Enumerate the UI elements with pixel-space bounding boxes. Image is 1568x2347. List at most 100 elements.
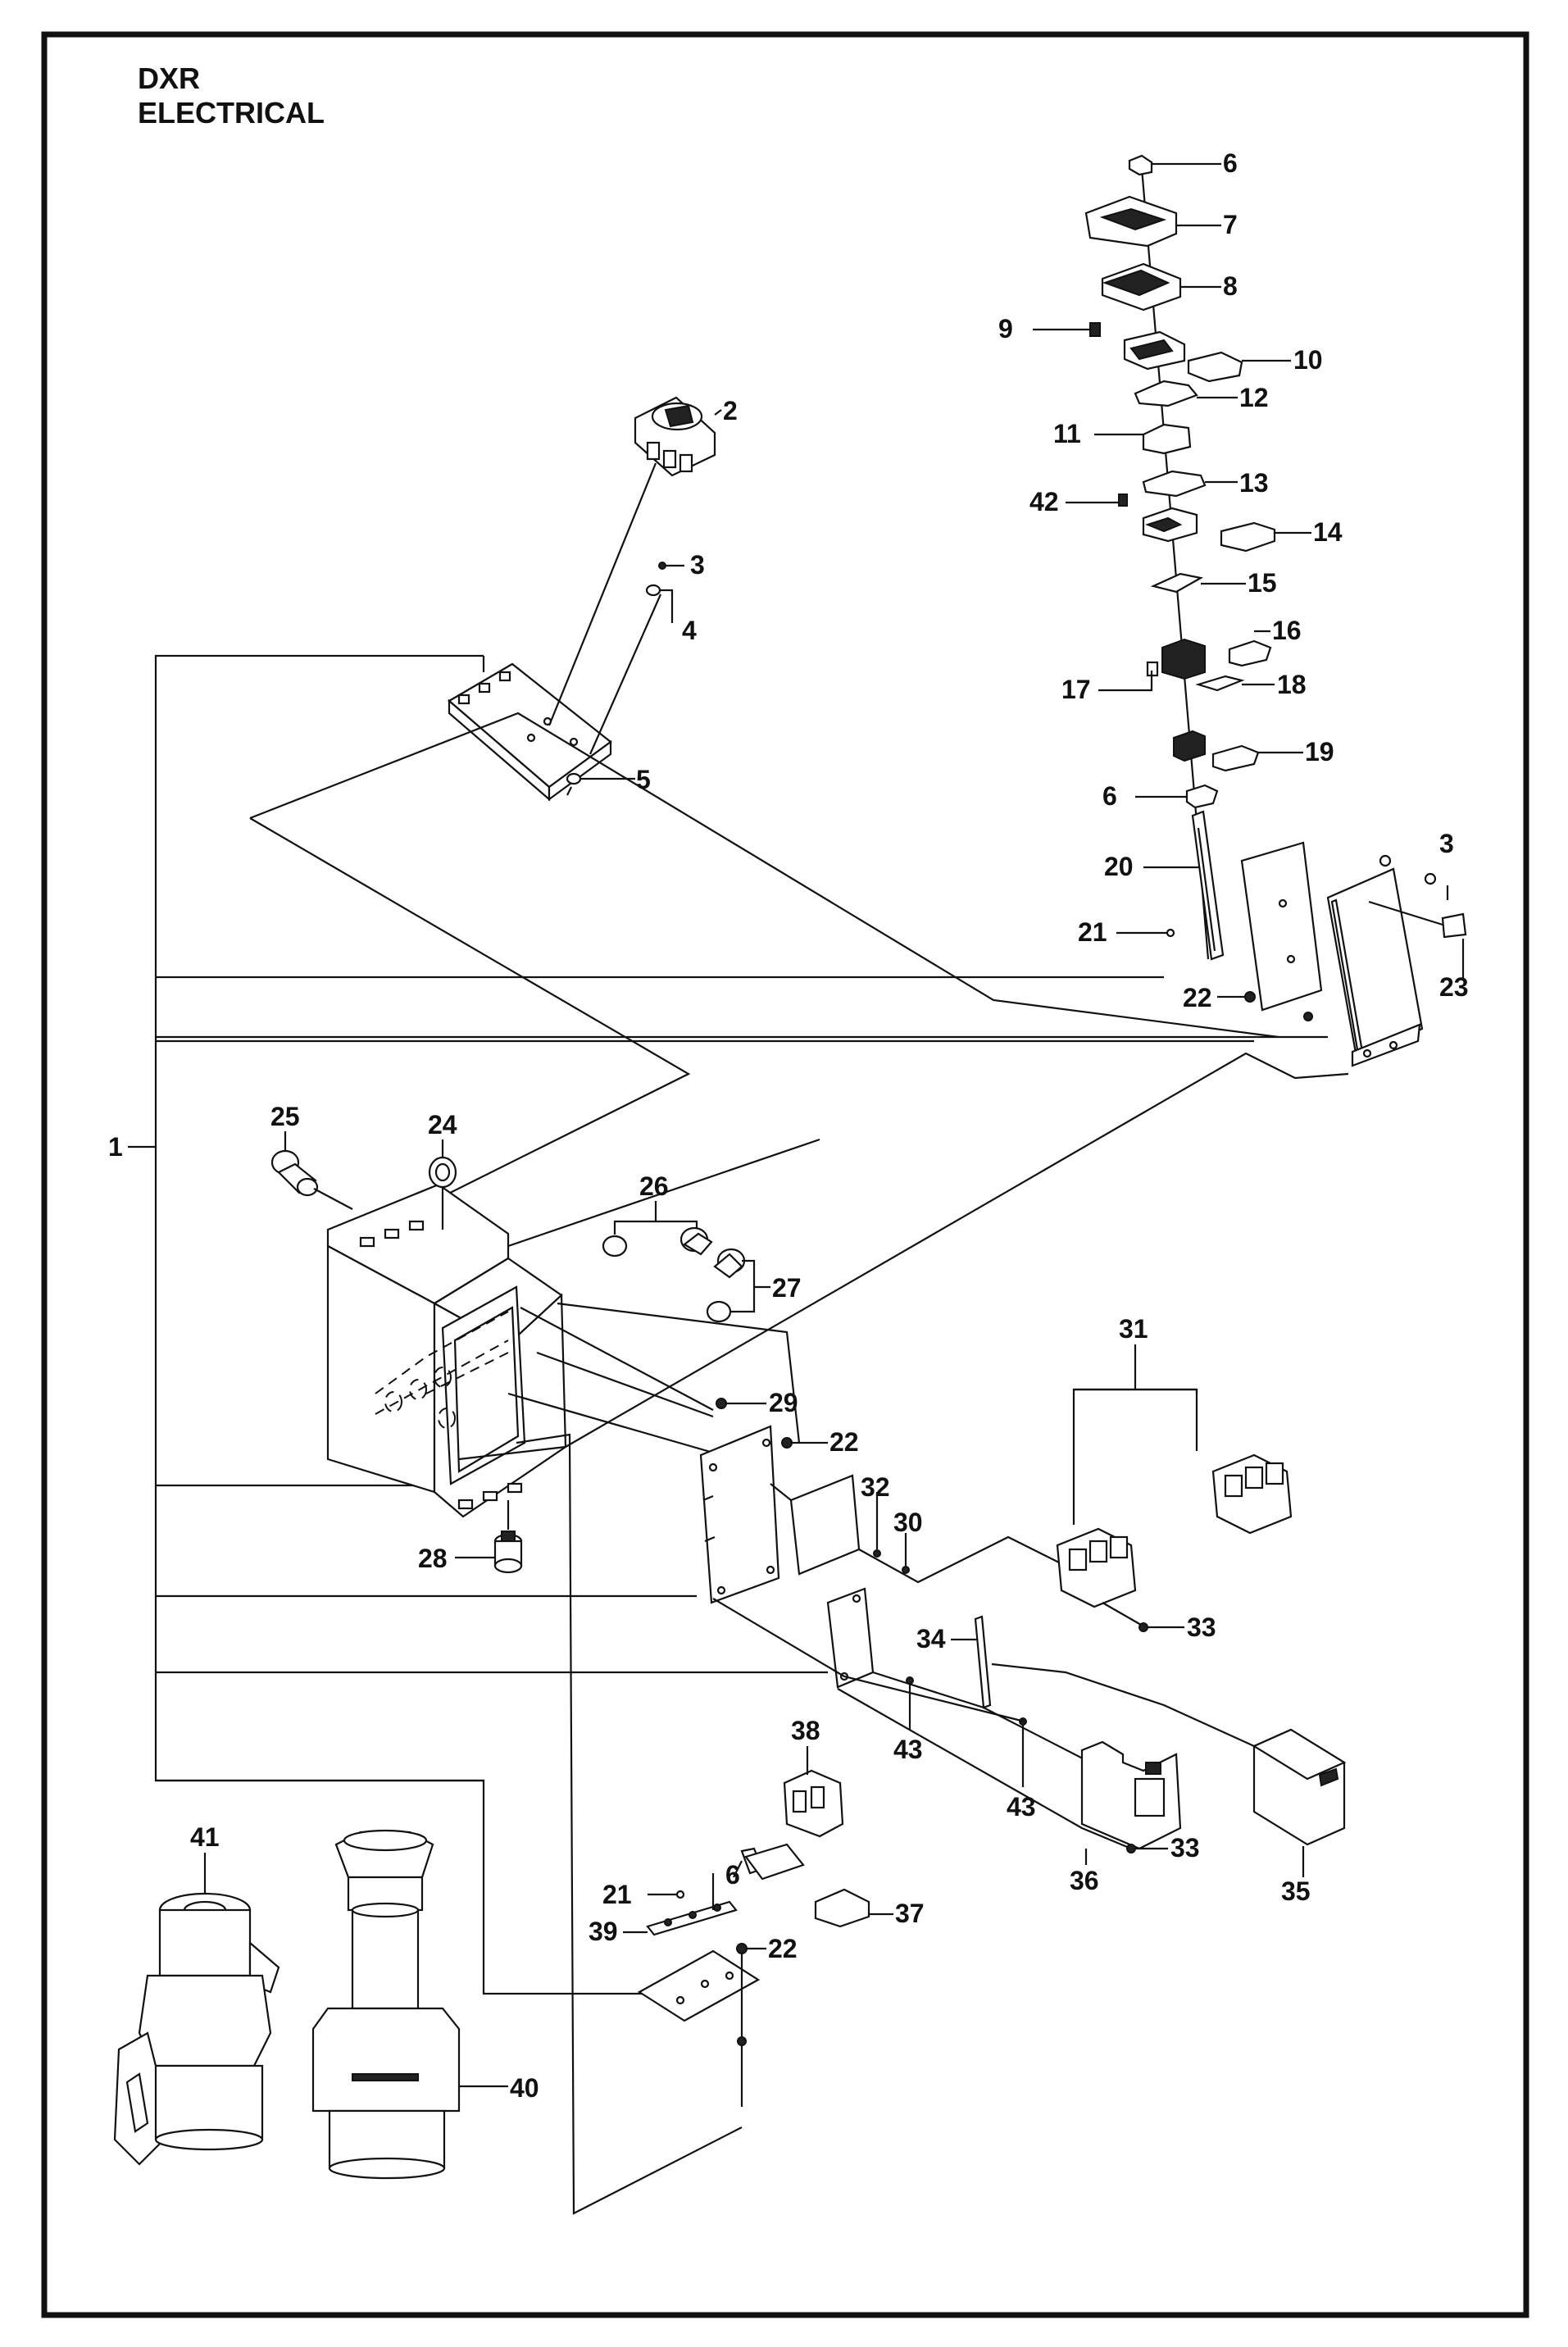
callout-25: 25 xyxy=(270,1102,300,1131)
callout-43-right: 43 xyxy=(1007,1792,1036,1822)
terminal-block-part-16-17-18 xyxy=(1146,638,1272,692)
callout-40: 40 xyxy=(510,2073,539,2103)
callout-39: 39 xyxy=(589,1917,618,1946)
callout-37: 37 xyxy=(895,1899,925,1928)
callout-12: 12 xyxy=(1239,383,1269,412)
callout-30: 30 xyxy=(893,1508,923,1537)
callout-22-bottom: 22 xyxy=(768,1934,798,1963)
din-rail-part-20 xyxy=(1191,810,1225,961)
cabinet-hidden-openings xyxy=(375,1311,509,1429)
terminal-part-11 xyxy=(1142,423,1192,455)
callout-28: 28 xyxy=(418,1544,448,1573)
callout-6-top: 6 xyxy=(1223,148,1238,178)
callout-27: 27 xyxy=(772,1273,802,1303)
page-border xyxy=(41,31,1529,2318)
washer-part-4 xyxy=(645,584,661,597)
callout-5: 5 xyxy=(636,765,651,794)
callout-29: 29 xyxy=(769,1388,798,1417)
screw-part-21-top xyxy=(1166,928,1175,938)
callout-14: 14 xyxy=(1313,517,1343,547)
callout-43-left: 43 xyxy=(893,1735,923,1764)
socket-part-41 xyxy=(113,1892,280,2166)
callout-41: 41 xyxy=(190,1822,220,1852)
gland-set-part-26 xyxy=(602,1226,713,1258)
mounting-plate-top xyxy=(448,462,662,802)
callout-7: 7 xyxy=(1223,210,1238,239)
end-cap-part-6-top xyxy=(1128,154,1153,176)
terminal-cover-part-7 xyxy=(1084,195,1178,248)
callout-9: 9 xyxy=(998,314,1013,343)
terminal-block-group-10 xyxy=(1123,330,1243,383)
callout-1: 1 xyxy=(108,1132,123,1162)
callout-21-lower: 21 xyxy=(602,1880,632,1909)
mounting-plate-middle xyxy=(699,1425,780,1604)
callout-38: 38 xyxy=(791,1716,820,1745)
callout-22-top: 22 xyxy=(1183,983,1212,1012)
nut-part-22-mid xyxy=(781,1437,793,1449)
callout-1-bracket xyxy=(128,654,1328,1995)
callout-23: 23 xyxy=(1439,972,1469,1002)
cable-gland-part-25 xyxy=(270,1149,319,1197)
marker-part-42 xyxy=(1118,494,1128,507)
callout-35: 35 xyxy=(1281,1876,1311,1906)
callout-19: 19 xyxy=(1305,737,1334,766)
contactor-part-31-b xyxy=(1211,1453,1293,1535)
electrical-cabinet xyxy=(326,1183,567,1518)
callout-13: 13 xyxy=(1239,468,1269,498)
terminal-cover-part-8 xyxy=(1101,262,1182,312)
nut-part-29 xyxy=(716,1398,727,1409)
din-rail-part-34 xyxy=(974,1615,992,1709)
callout-42: 42 xyxy=(1029,487,1059,516)
callout-3-right: 3 xyxy=(1439,829,1454,858)
nut-part-22-bottom xyxy=(736,1943,748,1954)
relay-part-36 xyxy=(1080,1740,1182,1850)
sub-plate-part-32 xyxy=(789,1474,861,1576)
callout-8: 8 xyxy=(1223,271,1238,301)
cover-plate-with-label xyxy=(1326,854,1467,1067)
nut-part-5 xyxy=(566,772,582,785)
callout-3-left: 3 xyxy=(690,550,705,580)
foot-part-28 xyxy=(493,1531,523,1574)
callout-33-lower: 33 xyxy=(1170,1833,1200,1863)
callout-10: 10 xyxy=(1293,345,1323,375)
callout-6-mid: 6 xyxy=(1102,781,1117,811)
screw-part-33-lower xyxy=(1126,1844,1136,1853)
callout-33-upper: 33 xyxy=(1187,1612,1216,1642)
callout-labels: 1 2 3 4 5 6 7 8 9 10 11 12 13 14 15 16 1… xyxy=(108,148,1469,2103)
callout-24: 24 xyxy=(428,1110,457,1139)
leader-plate-to-box xyxy=(249,712,1279,1039)
partition-plate-part-12 xyxy=(1134,380,1198,407)
callout-20: 20 xyxy=(1104,852,1134,881)
terminal-block-part-19 xyxy=(1173,730,1260,772)
din-rail-part-39 xyxy=(646,1900,738,1936)
callout-17: 17 xyxy=(1061,675,1091,704)
section-title: ELECTRICAL xyxy=(138,96,325,130)
callout-6-lower: 6 xyxy=(725,1860,740,1890)
end-cap-part-6-lower xyxy=(1185,784,1219,809)
partition-plate-part-13 xyxy=(1142,470,1207,498)
mounting-plate-lower xyxy=(826,1587,875,1689)
callout-2: 2 xyxy=(723,396,738,425)
callout-32: 32 xyxy=(861,1472,890,1502)
callout-34: 34 xyxy=(916,1624,946,1653)
callout-16: 16 xyxy=(1272,616,1302,645)
contactor-part-31-a xyxy=(1056,1527,1137,1608)
callout-4: 4 xyxy=(682,616,697,645)
nut-part-22-top xyxy=(1244,991,1256,1003)
callout-31: 31 xyxy=(1119,1314,1148,1344)
mounting-plate-rail xyxy=(1240,841,1323,1012)
callout-26: 26 xyxy=(639,1171,669,1201)
callout-36: 36 xyxy=(1070,1866,1099,1895)
gland-set-part-27 xyxy=(706,1248,746,1323)
terminal-block-part-38 xyxy=(783,1769,844,1838)
plug-part-40 xyxy=(311,1829,461,2180)
callout-15: 15 xyxy=(1248,568,1277,598)
callout-22-mid: 22 xyxy=(829,1427,859,1457)
terminal-block-part-37 xyxy=(814,1888,870,1928)
screw-part-21-lower xyxy=(675,1890,685,1899)
screw-part-3 xyxy=(658,562,666,570)
callout-18: 18 xyxy=(1277,670,1307,699)
marker-part-9 xyxy=(1089,322,1101,337)
terminal-block-part-14 xyxy=(1142,507,1276,553)
